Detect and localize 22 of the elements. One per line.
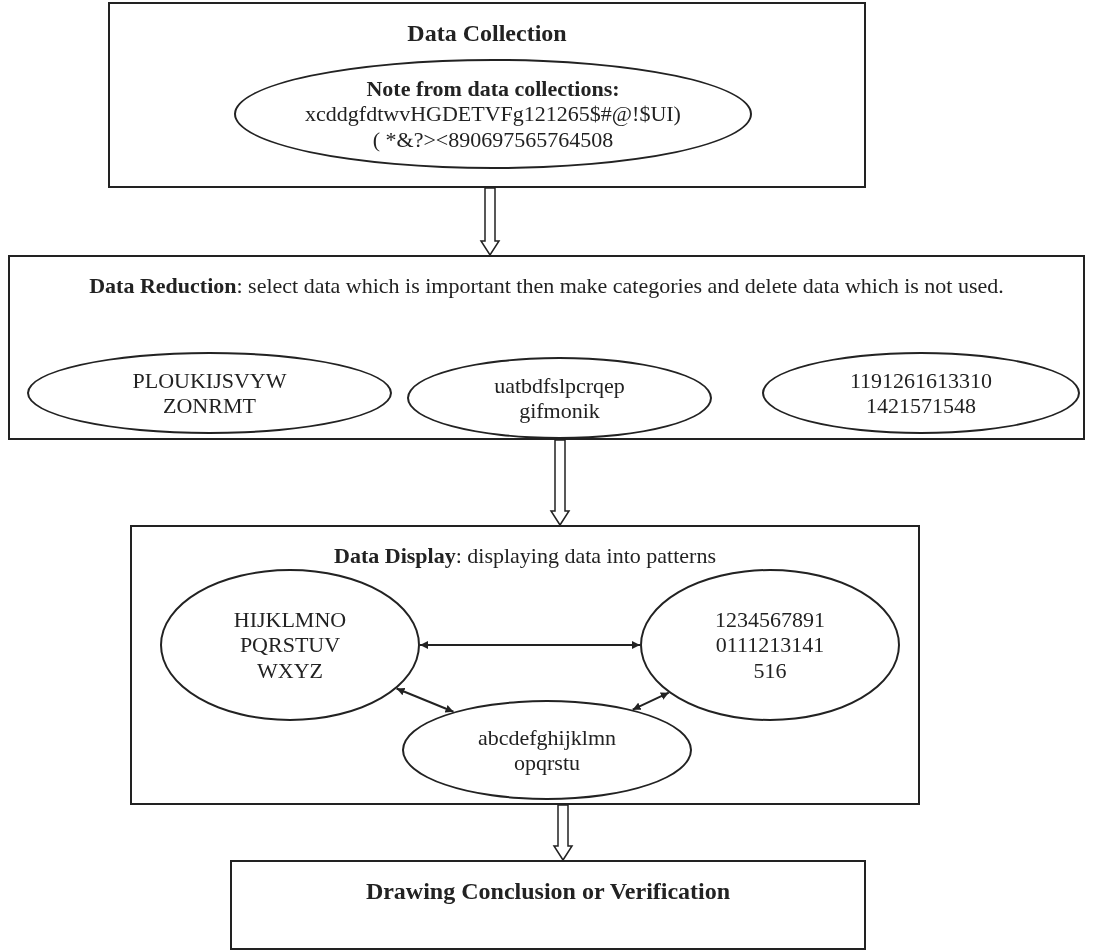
body-text: 1191261613310 1421571548: [848, 367, 994, 419]
body-text: xcddgfdtwvHGDETVFg121265$#@!$UI)( *&?><890697565764508: [304, 101, 682, 152]
stage-box: [130, 525, 920, 805]
block-arrow: [552, 804, 574, 862]
stage-box: [230, 860, 866, 950]
block-arrow: [479, 187, 501, 257]
body-text: abcdefghijklmn opqrstu: [476, 724, 618, 776]
body-text: HIJKLMNO PQRSTUV WXYZ: [232, 607, 348, 683]
body-text: 1234567891 0111213141 516: [714, 607, 826, 683]
body-text: uatbdfslpcrqep gifmonik: [493, 372, 626, 424]
heading-text: Note from data collections:: [366, 76, 620, 102]
block-arrow: [549, 439, 571, 527]
heading-text: Data Collection: [407, 20, 567, 48]
body-text: PLOUKIJSVYW ZONRMT: [131, 367, 288, 419]
stage-box: [8, 255, 1085, 440]
body-text: Data Display: displaying data into patterns: [334, 543, 716, 569]
heading-text: Drawing Conclusion or Verification: [365, 878, 731, 906]
double-arrow: [395, 687, 455, 713]
double-arrow: [419, 641, 641, 649]
body-text: Data Reduction: select data which is important then make categories and delete data which is not used.: [89, 273, 1004, 299]
stage-box: [108, 2, 866, 188]
double-arrow: [631, 691, 670, 711]
